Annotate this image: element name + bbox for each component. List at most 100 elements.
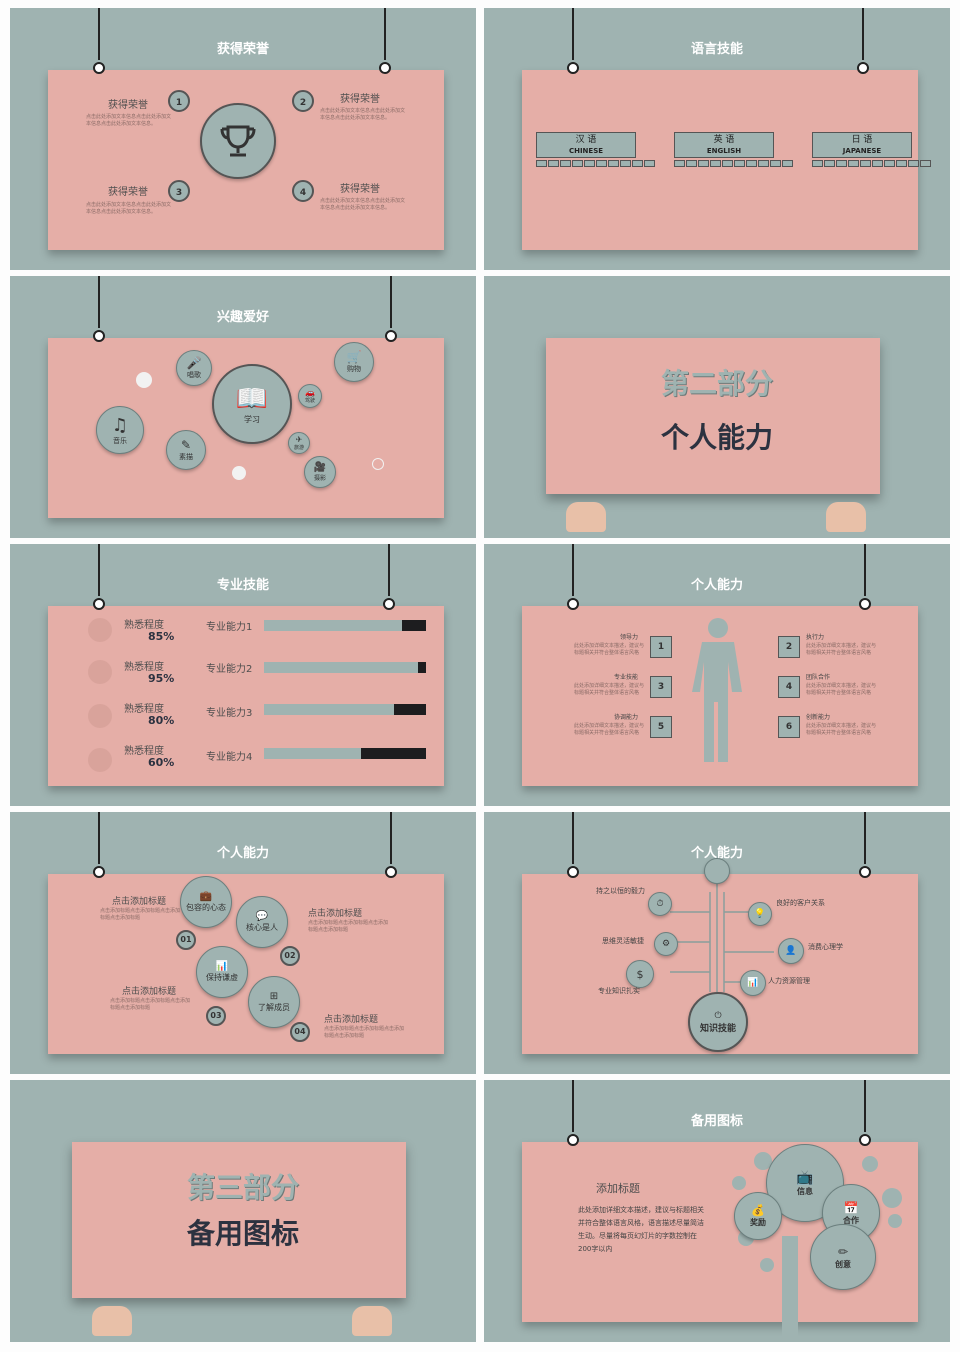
tree-dot <box>862 1156 878 1172</box>
ring <box>385 866 397 878</box>
chart-icon: 📊 <box>740 970 766 996</box>
skill-percent: 60% <box>148 756 175 769</box>
tree-dot <box>754 1152 772 1170</box>
section-number: 第三部分 <box>186 1171 299 1204</box>
flask-icon <box>88 704 112 728</box>
item-label: 获得荣誉 <box>340 94 380 105</box>
slide-honors[interactable]: 获得荣誉 1 2 3 4 获得荣誉 点击此处添加文本信息点击此处添加文本信息点击… <box>10 8 476 270</box>
pencil-icon: ✎素描 <box>166 430 206 470</box>
left-label: 思维灵活敏捷 <box>602 937 644 945</box>
trophy-icon <box>200 103 276 179</box>
skill-name: 专业能力4 <box>206 752 253 763</box>
decor-dot <box>136 372 152 388</box>
knowledge-node: ⏻知识技能 <box>688 992 748 1052</box>
level-segments <box>674 160 793 167</box>
ability-number: 4 <box>778 676 800 698</box>
language-cn: 汉 语 <box>575 135 597 145</box>
ring <box>859 598 871 610</box>
item-label: 获得荣誉 <box>340 184 380 195</box>
chart-icon: 📊保持谦虚 <box>196 946 248 998</box>
item-text: 点击此处添加文本信息点击此处添加文本信息点击此处添加文本信息。 <box>320 108 406 121</box>
ring <box>385 330 397 342</box>
hobby-label: 旅游 <box>293 445 304 451</box>
heading: 点击添加标题 <box>112 897 167 907</box>
slide-abilities[interactable]: 个人能力 1 2 3 4 5 6 领导力 此处添加详细文本描述，建议与标题相关并… <box>484 544 950 806</box>
section-number: 第二部分 <box>660 367 773 400</box>
ring <box>567 1134 579 1146</box>
ability-name: 执行力 <box>806 634 825 641</box>
heading: 点击添加标题 <box>308 909 363 919</box>
cart-icon: 🛒购物 <box>334 342 374 382</box>
heading: 添加标题 <box>596 1182 640 1195</box>
skill-label: 熟悉程度 <box>124 704 164 715</box>
person-silhouette <box>692 618 742 762</box>
rope <box>864 544 866 596</box>
ability-number: 1 <box>650 636 672 658</box>
hobby-label: 购物 <box>347 365 361 373</box>
heading: 点击添加标题 <box>122 987 177 997</box>
rope <box>98 812 100 864</box>
slide-icons[interactable]: 备用图标 添加标题 此处添加详细文本描述，建议与标题相关并符合整体语言风格，语言… <box>484 1080 950 1342</box>
hobby-label: 驾驶 <box>304 398 315 404</box>
slide-skills[interactable]: 专业技能 熟悉程度 85% 专业能力1 熟悉程度 95% 专业能力2 熟悉程度 … <box>10 544 476 806</box>
skill-bar <box>264 704 426 715</box>
slide-title: 语言技能 <box>690 42 743 57</box>
ring <box>859 866 871 878</box>
hand-left <box>92 1306 132 1336</box>
microphone-icon: 🎤唱歌 <box>176 350 212 386</box>
rope <box>390 812 392 864</box>
item-text: 点击此处添加文本信息点击此处添加文本信息点击此处添加文本信息。 <box>320 198 406 211</box>
clock-icon: ⏱ <box>648 892 672 916</box>
rope <box>864 1080 866 1132</box>
slide-teamwork[interactable]: 个人能力 💼包容的心态 💬核心是人 📊保持谦虚 ⊞了解成员 01 02 03 0… <box>10 812 476 1074</box>
dollar-icon: $ <box>626 960 654 988</box>
skill-name: 专业能力1 <box>206 622 253 633</box>
slide-title: 个人能力 <box>690 846 743 861</box>
paper-card <box>546 338 880 494</box>
head-icon: 👤 <box>778 938 804 964</box>
plane-icon: ✈旅游 <box>288 432 310 454</box>
skill-bar-fill <box>264 704 394 715</box>
item-text: 点击此处添加文本信息点击此处添加文本信息点击此处添加文本信息。 <box>86 202 172 215</box>
section-title: 个人能力 <box>660 421 773 454</box>
slide-section-two[interactable]: 第二部分 个人能力 <box>484 276 950 538</box>
ability-name: 团队合作 <box>806 674 831 681</box>
item-label: 获得荣誉 <box>108 187 148 198</box>
ring <box>93 62 105 74</box>
rope <box>862 8 864 60</box>
slide-hobbies[interactable]: 兴趣爱好 🎤唱歌 🛒购物 📖学习 🚗驾驶 ♫音乐 ✎素描 ✈旅游 🎥摄影 <box>10 276 476 538</box>
right-label: 良好的客户关系 <box>776 899 825 907</box>
skill-label: 熟悉程度 <box>124 746 164 757</box>
tree-trunk <box>782 1236 798 1342</box>
bubble-label: 保持谦虚 <box>206 973 238 982</box>
right-label: 消费心理学 <box>808 943 843 951</box>
ring <box>567 866 579 878</box>
chat-icon: 💬核心是人 <box>236 896 288 948</box>
ability-desc: 此处添加详细文本描述，建议与标题相关并符合整体语言风格 <box>574 683 645 696</box>
bubble-label: 了解成员 <box>258 1003 290 1012</box>
ability-number: 5 <box>650 716 672 738</box>
ability-name: 创新能力 <box>806 714 831 721</box>
slide-title: 兴趣爱好 <box>216 310 269 325</box>
ability-name: 协调能力 <box>614 714 639 721</box>
number-badge: 02 <box>280 946 300 966</box>
slide-knowledge[interactable]: 个人能力 ⏱ ⚙ $ 💡 👤 📊 ⏻知识技能 持之以恒的毅力 思维灵活敏捷 专业… <box>484 812 950 1074</box>
skill-bar <box>264 620 426 631</box>
hobby-label: 学习 <box>244 414 260 424</box>
number-badge: 04 <box>290 1022 310 1042</box>
hobby-label: 音乐 <box>113 436 127 445</box>
org-icon: ⊞了解成员 <box>248 976 300 1028</box>
decor-dot <box>372 458 384 470</box>
number-badge: 2 <box>292 90 314 112</box>
slide-title: 备用图标 <box>690 1114 743 1129</box>
slide-title: 专业技能 <box>216 578 269 593</box>
skill-bar <box>264 748 426 759</box>
bulb-icon: 💡 <box>748 902 772 926</box>
rope <box>572 8 574 60</box>
tree-dot <box>882 1188 902 1208</box>
skill-name: 专业能力2 <box>206 664 253 675</box>
slide-section-three[interactable]: 第三部分 备用图标 <box>10 1080 476 1342</box>
bubble-label: 包容的心态 <box>186 903 226 912</box>
left-label: 专业知识扎实 <box>598 987 640 995</box>
